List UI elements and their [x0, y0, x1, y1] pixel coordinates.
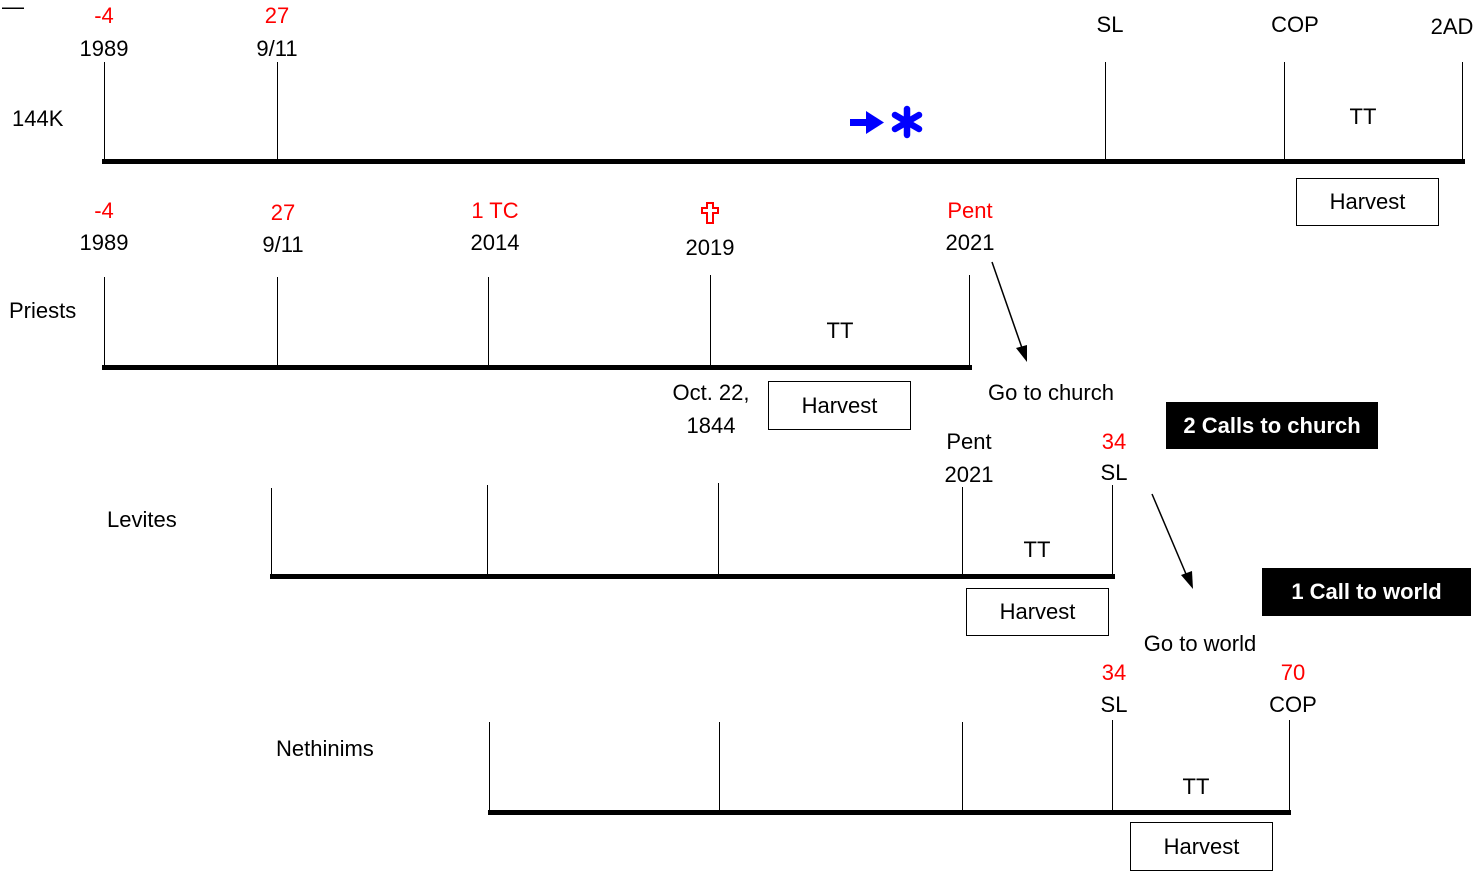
- callout-text: 1 Call to world: [1291, 579, 1442, 604]
- marker-sl-label: SL: [1100, 692, 1128, 717]
- row-label-priests: Priests: [9, 298, 77, 323]
- tick-2019: [710, 275, 711, 367]
- harvest-label: Harvest: [999, 599, 1076, 624]
- row-label-144k: 144K: [12, 106, 64, 131]
- asterisk-icon: [891, 105, 923, 139]
- marker-sl-number: 34: [1101, 660, 1127, 685]
- date-note-line2: 1844: [686, 413, 736, 438]
- right-arrow-icon: [850, 111, 884, 134]
- arrow-go-to-church: [991, 261, 1027, 362]
- tick-cop: [1284, 62, 1285, 161]
- harvest-label: Harvest: [1329, 189, 1406, 214]
- tick-pent: [962, 722, 963, 812]
- harvest-box-levites: Harvest: [966, 588, 1109, 636]
- marker-2014-year: 2014: [470, 230, 520, 255]
- marker-2019-year: 2019: [685, 235, 735, 260]
- tick-1989: [104, 277, 105, 367]
- marker-911-year: 9/11: [256, 36, 298, 61]
- harvest-box-nethinims: Harvest: [1130, 822, 1273, 871]
- go-to-church-label: Go to church: [988, 380, 1114, 405]
- marker-cop-number: 70: [1280, 660, 1306, 685]
- tick-cop: [1289, 720, 1290, 812]
- tick-2014: [488, 277, 489, 367]
- marker-1989-year: 1989: [79, 36, 129, 61]
- tick-sl: [1105, 62, 1106, 161]
- marker-sl-label: SL: [1100, 460, 1128, 485]
- tt-label-nethinims: TT: [1182, 774, 1210, 799]
- harvest-box-priests: Harvest: [768, 381, 911, 430]
- tick-sl: [1112, 720, 1113, 812]
- marker-cop-label: COP: [1269, 692, 1317, 717]
- tick-pent: [969, 275, 970, 367]
- tick-sl: [1112, 485, 1113, 576]
- marker-1989-number: -4: [94, 198, 114, 223]
- marker-911-year: 9/11: [262, 232, 304, 257]
- tick-start: [271, 488, 272, 576]
- marker-sl-number: 34: [1101, 429, 1127, 454]
- timeline-144k: [102, 159, 1465, 164]
- date-note-line1: Oct. 22,: [672, 380, 750, 405]
- tick-pent: [962, 487, 963, 576]
- tick-2ad: [1462, 62, 1463, 161]
- go-to-world-label: Go to world: [1143, 631, 1257, 656]
- callout-text: 2 Calls to church: [1183, 412, 1361, 438]
- row-label-nethinims: Nethinims: [276, 736, 374, 761]
- timeline-priests: [102, 365, 972, 370]
- callout-calls-to-church: 2 Calls to church: [1166, 402, 1378, 449]
- marker-1989-year: 1989: [79, 230, 129, 255]
- arrow-go-to-world: [1151, 493, 1193, 589]
- timeline-nethinims: [488, 810, 1291, 815]
- tick-1989: [104, 62, 105, 161]
- marker-pent-label: Pent: [947, 198, 993, 223]
- marker-sl-label: SL: [1096, 12, 1124, 37]
- tick-911: [277, 277, 278, 367]
- marker-911-number: 27: [264, 3, 290, 28]
- marker-1989-number: -4: [94, 3, 114, 28]
- marker-2ad-label: 2AD: [1430, 14, 1474, 39]
- tt-label-levites: TT: [1023, 537, 1051, 562]
- tt-label-144k: TT: [1349, 104, 1377, 129]
- top-dash: —: [2, 0, 24, 19]
- callout-call-to-world: 1 Call to world: [1262, 568, 1471, 616]
- marker-pent-year: 2021: [945, 230, 995, 255]
- tick-2019: [718, 483, 719, 576]
- marker-cop-label: COP: [1271, 12, 1319, 37]
- row-label-levites: Levites: [107, 507, 177, 532]
- marker-pent-year: 2021: [944, 462, 994, 487]
- cross-icon: [701, 202, 719, 224]
- tick-2014: [487, 485, 488, 576]
- tt-label-priests: TT: [826, 318, 854, 343]
- harvest-label: Harvest: [1163, 833, 1240, 859]
- marker-911-number: 27: [270, 200, 296, 225]
- marker-2014-number: 1 TC: [471, 198, 519, 223]
- marker-pent-label: Pent: [946, 429, 992, 454]
- harvest-box-144k: Harvest: [1296, 178, 1439, 226]
- harvest-label: Harvest: [801, 392, 878, 418]
- tick-2019: [719, 722, 720, 812]
- timeline-levites: [270, 574, 1115, 579]
- tick-2014: [489, 722, 490, 812]
- tick-911: [277, 62, 278, 161]
